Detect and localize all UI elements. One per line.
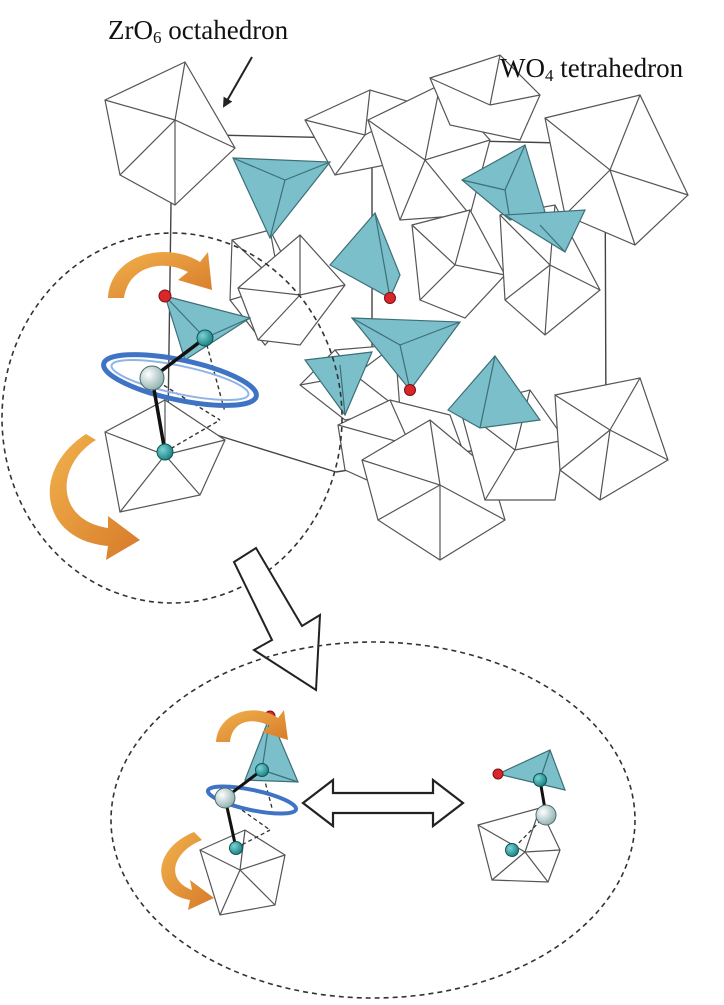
- zro6-pointer-arrow: [223, 56, 253, 108]
- tetrahedron: [447, 355, 542, 429]
- wo4-tetrahedron-label: WO4 tetrahedron: [500, 53, 684, 85]
- oxygen-atom: [404, 384, 416, 396]
- oxygen-atom: [158, 289, 172, 303]
- tetrahedron: [329, 211, 401, 299]
- oxygen-atom-teal: [505, 843, 519, 857]
- tetrahedron: [350, 317, 462, 391]
- libration-ring: [101, 352, 259, 408]
- rotation-arrow-icon: [108, 251, 212, 298]
- zro6-octahedron-label: ZrO6 octahedron: [108, 15, 289, 47]
- rotation-arrow-icon: [216, 710, 288, 742]
- oxygen-atom-teal: [533, 773, 547, 787]
- octahedron: [544, 94, 689, 246]
- zoom-arrow-icon: [232, 546, 322, 692]
- detail-circle: [110, 641, 636, 999]
- octahedron: [104, 61, 236, 206]
- oxygen-atom-teal: [196, 329, 214, 347]
- octahedron: [554, 377, 669, 501]
- metal-atom: [214, 787, 236, 809]
- rotation-arrow-icon: [161, 832, 214, 910]
- octahedron: [199, 829, 286, 916]
- octahedron: [237, 234, 346, 346]
- oxygen-atom: [384, 292, 396, 304]
- tetrahedron: [496, 749, 566, 791]
- rotation-arrow-icon: [49, 434, 141, 560]
- libration-ring-inner: [110, 359, 250, 401]
- crystal-framework: [104, 54, 689, 561]
- static-unit: [477, 749, 566, 883]
- libration-ring: [205, 784, 299, 816]
- metal-atom: [535, 804, 557, 826]
- octahedron: [361, 419, 506, 561]
- metal-atom: [139, 365, 165, 391]
- oxygen-atom: [492, 768, 504, 780]
- octahedron: [499, 204, 601, 336]
- double-headed-arrow-icon: [301, 777, 465, 829]
- highlighted-unit: [49, 251, 259, 560]
- oxygen-atom-teal: [229, 841, 243, 855]
- zoom-region-circle: [1, 232, 343, 604]
- tetrahedron: [503, 209, 586, 253]
- tetrahedron: [232, 157, 332, 240]
- octahedron: [429, 54, 541, 141]
- octahedron: [411, 209, 506, 319]
- oxygen-atom-teal: [255, 763, 269, 777]
- oxygen-atom-teal: [156, 443, 174, 461]
- rotating-unit: [161, 710, 299, 916]
